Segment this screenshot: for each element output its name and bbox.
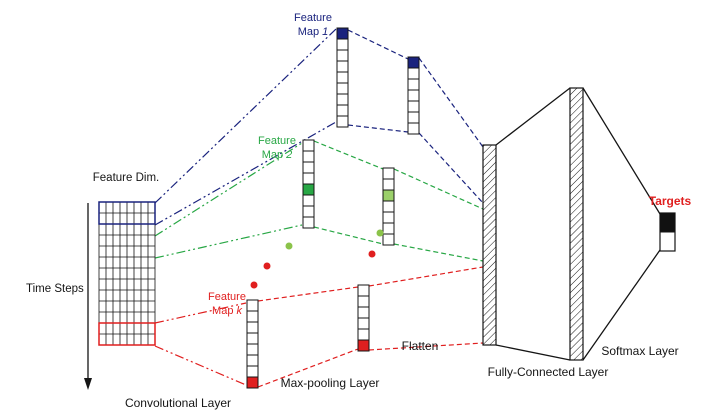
fully-connected-column bbox=[482, 144, 497, 346]
pooling-lines-map1 bbox=[347, 29, 409, 133]
mapk-pool-active-cell bbox=[357, 339, 370, 352]
feature-map-1-label-index: 1 bbox=[322, 26, 328, 38]
conv-lines-map1 bbox=[154, 28, 337, 226]
map2-pool-outline bbox=[382, 167, 395, 246]
softmax-column bbox=[569, 87, 584, 361]
feature-map-2-conv-column bbox=[302, 139, 315, 229]
mapk-pool-cells bbox=[358, 295, 369, 341]
map1-conv-outline bbox=[336, 27, 349, 128]
conv-window-map1 bbox=[98, 201, 156, 225]
feature-map-k-label-prefix: Map bbox=[212, 305, 233, 317]
feature-map-1-pooled-column bbox=[407, 56, 420, 135]
ellipsis-dot-green bbox=[285, 242, 293, 250]
time-steps-label: Time Steps bbox=[26, 283, 84, 295]
mapk-conv-cells bbox=[247, 310, 258, 378]
max-pooling-layer-label: Max-pooling Layer bbox=[281, 376, 380, 390]
pooling-lines-mapk bbox=[257, 286, 359, 388]
conv-lines-mapk bbox=[154, 302, 247, 386]
flatten-label: Flatten bbox=[402, 339, 439, 353]
targets-active-cell bbox=[660, 213, 675, 232]
fully-connected-layer-label: Fully-Connected Layer bbox=[488, 365, 609, 379]
pooling-projection-lines bbox=[257, 29, 409, 388]
targets-box bbox=[659, 212, 676, 252]
softmax-to-targets-lines bbox=[582, 87, 661, 361]
targets-label: Targets bbox=[649, 194, 692, 208]
map1-pool-outline bbox=[407, 56, 420, 135]
feature-map-2-pooled-column bbox=[382, 167, 395, 246]
conv-window-mapk bbox=[98, 322, 156, 346]
fc-to-softmax-lines bbox=[495, 87, 571, 361]
feature-map-2-label-index: 2 bbox=[285, 149, 292, 161]
ellipsis-dots bbox=[250, 229, 384, 289]
time-axis-arrowhead bbox=[84, 378, 92, 390]
softmax-layer-label: Softmax Layer bbox=[601, 344, 678, 358]
ellipsis-dot-red bbox=[368, 250, 376, 258]
ellipsis-dot-green bbox=[376, 229, 384, 237]
map1-conv-active-cell bbox=[336, 27, 349, 40]
feature-dim-label: Feature Dim. bbox=[93, 172, 159, 184]
feature-map-k-label-line1: Feature bbox=[208, 291, 246, 303]
convolutional-layer-label: Convolutional Layer bbox=[125, 396, 231, 410]
time-axis-arrow bbox=[84, 203, 92, 390]
feature-map-1-conv-column bbox=[336, 27, 349, 128]
ellipsis-dot-red bbox=[250, 281, 258, 289]
feature-map-k-pooled-column bbox=[357, 284, 370, 352]
feature-map-2-label-prefix: Map bbox=[262, 149, 283, 161]
flatten-projection-lines bbox=[368, 57, 484, 351]
map2-pool-active-cell bbox=[382, 189, 395, 202]
fully-connected-vector bbox=[482, 144, 497, 346]
pooling-lines-map2 bbox=[313, 140, 384, 245]
feature-map-k-label-index: k bbox=[236, 305, 242, 317]
conv-lines-map2 bbox=[154, 142, 303, 259]
map1-pool-active-cell bbox=[407, 56, 420, 69]
ellipsis-dot-red bbox=[263, 262, 271, 270]
mapk-conv-active-cell bbox=[246, 376, 259, 389]
flatten-lines-map2 bbox=[393, 168, 484, 262]
feature-map-1-label-line1: Feature bbox=[294, 12, 332, 24]
flatten-lines-map1 bbox=[418, 57, 484, 204]
softmax-vector bbox=[569, 87, 584, 361]
map2-conv-active-cell bbox=[302, 183, 315, 196]
feature-map-1-label-prefix: Map bbox=[298, 26, 319, 38]
conv-projection-lines bbox=[154, 28, 337, 386]
flatten-lines-mapk bbox=[368, 266, 484, 351]
feature-map-2-label-line1: Feature bbox=[258, 135, 296, 147]
feature-map-k-conv-column bbox=[246, 299, 259, 389]
input-grid bbox=[98, 201, 156, 346]
